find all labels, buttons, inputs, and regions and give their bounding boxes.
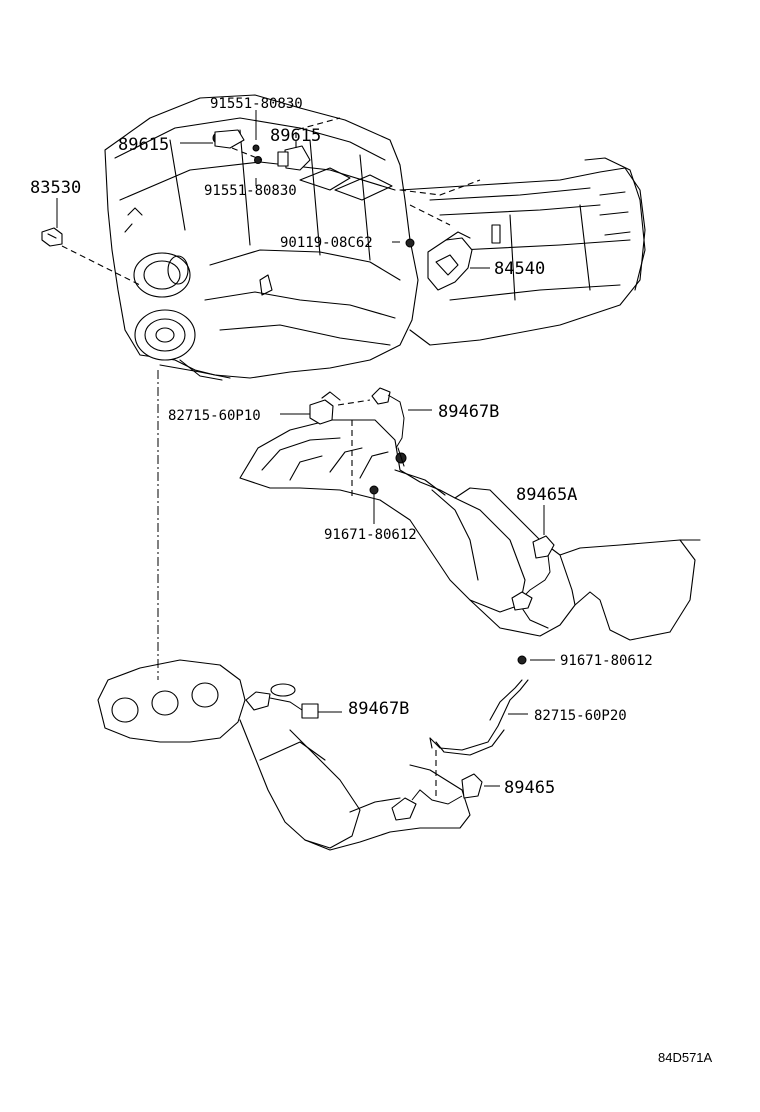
transmission-drawing <box>399 157 646 346</box>
label-90119-08C62: 90119-08C62 <box>280 235 373 251</box>
label-91551-80830-top: 91551-80830 <box>210 96 303 112</box>
label-84540: 84540 <box>494 259 545 279</box>
label-91671-80612-upper: 91671-80612 <box>324 527 417 543</box>
oil-pressure-switch-drawing <box>41 227 63 247</box>
upper-catalyst-drawing <box>454 487 701 641</box>
label-89615-left: 89615 <box>118 135 169 155</box>
figure-code: 84D571A <box>658 1050 713 1065</box>
lower-exhaust-manifold-drawing <box>97 655 529 851</box>
label-91551-80830-mid: 91551-80830 <box>204 183 297 199</box>
part-labels: 91551-80830 89615 89615 91551-80830 8353… <box>30 96 713 1065</box>
label-82715-60P10: 82715-60P10 <box>168 408 261 424</box>
label-89467B-lower: 89467B <box>348 699 409 719</box>
label-89465A: 89465A <box>516 485 577 505</box>
label-91671-80612-lower: 91671-80612 <box>560 653 653 669</box>
label-89467B-upper: 89467B <box>438 402 499 422</box>
label-89465: 89465 <box>504 778 555 798</box>
engine-block-drawing <box>104 94 419 381</box>
label-82715-60P20: 82715-60P20 <box>534 708 627 724</box>
leader-lines <box>56 110 555 800</box>
label-83530: 83530 <box>30 178 81 198</box>
label-89615-right: 89615 <box>270 126 321 146</box>
upper-exhaust-manifold-drawing <box>239 387 526 613</box>
